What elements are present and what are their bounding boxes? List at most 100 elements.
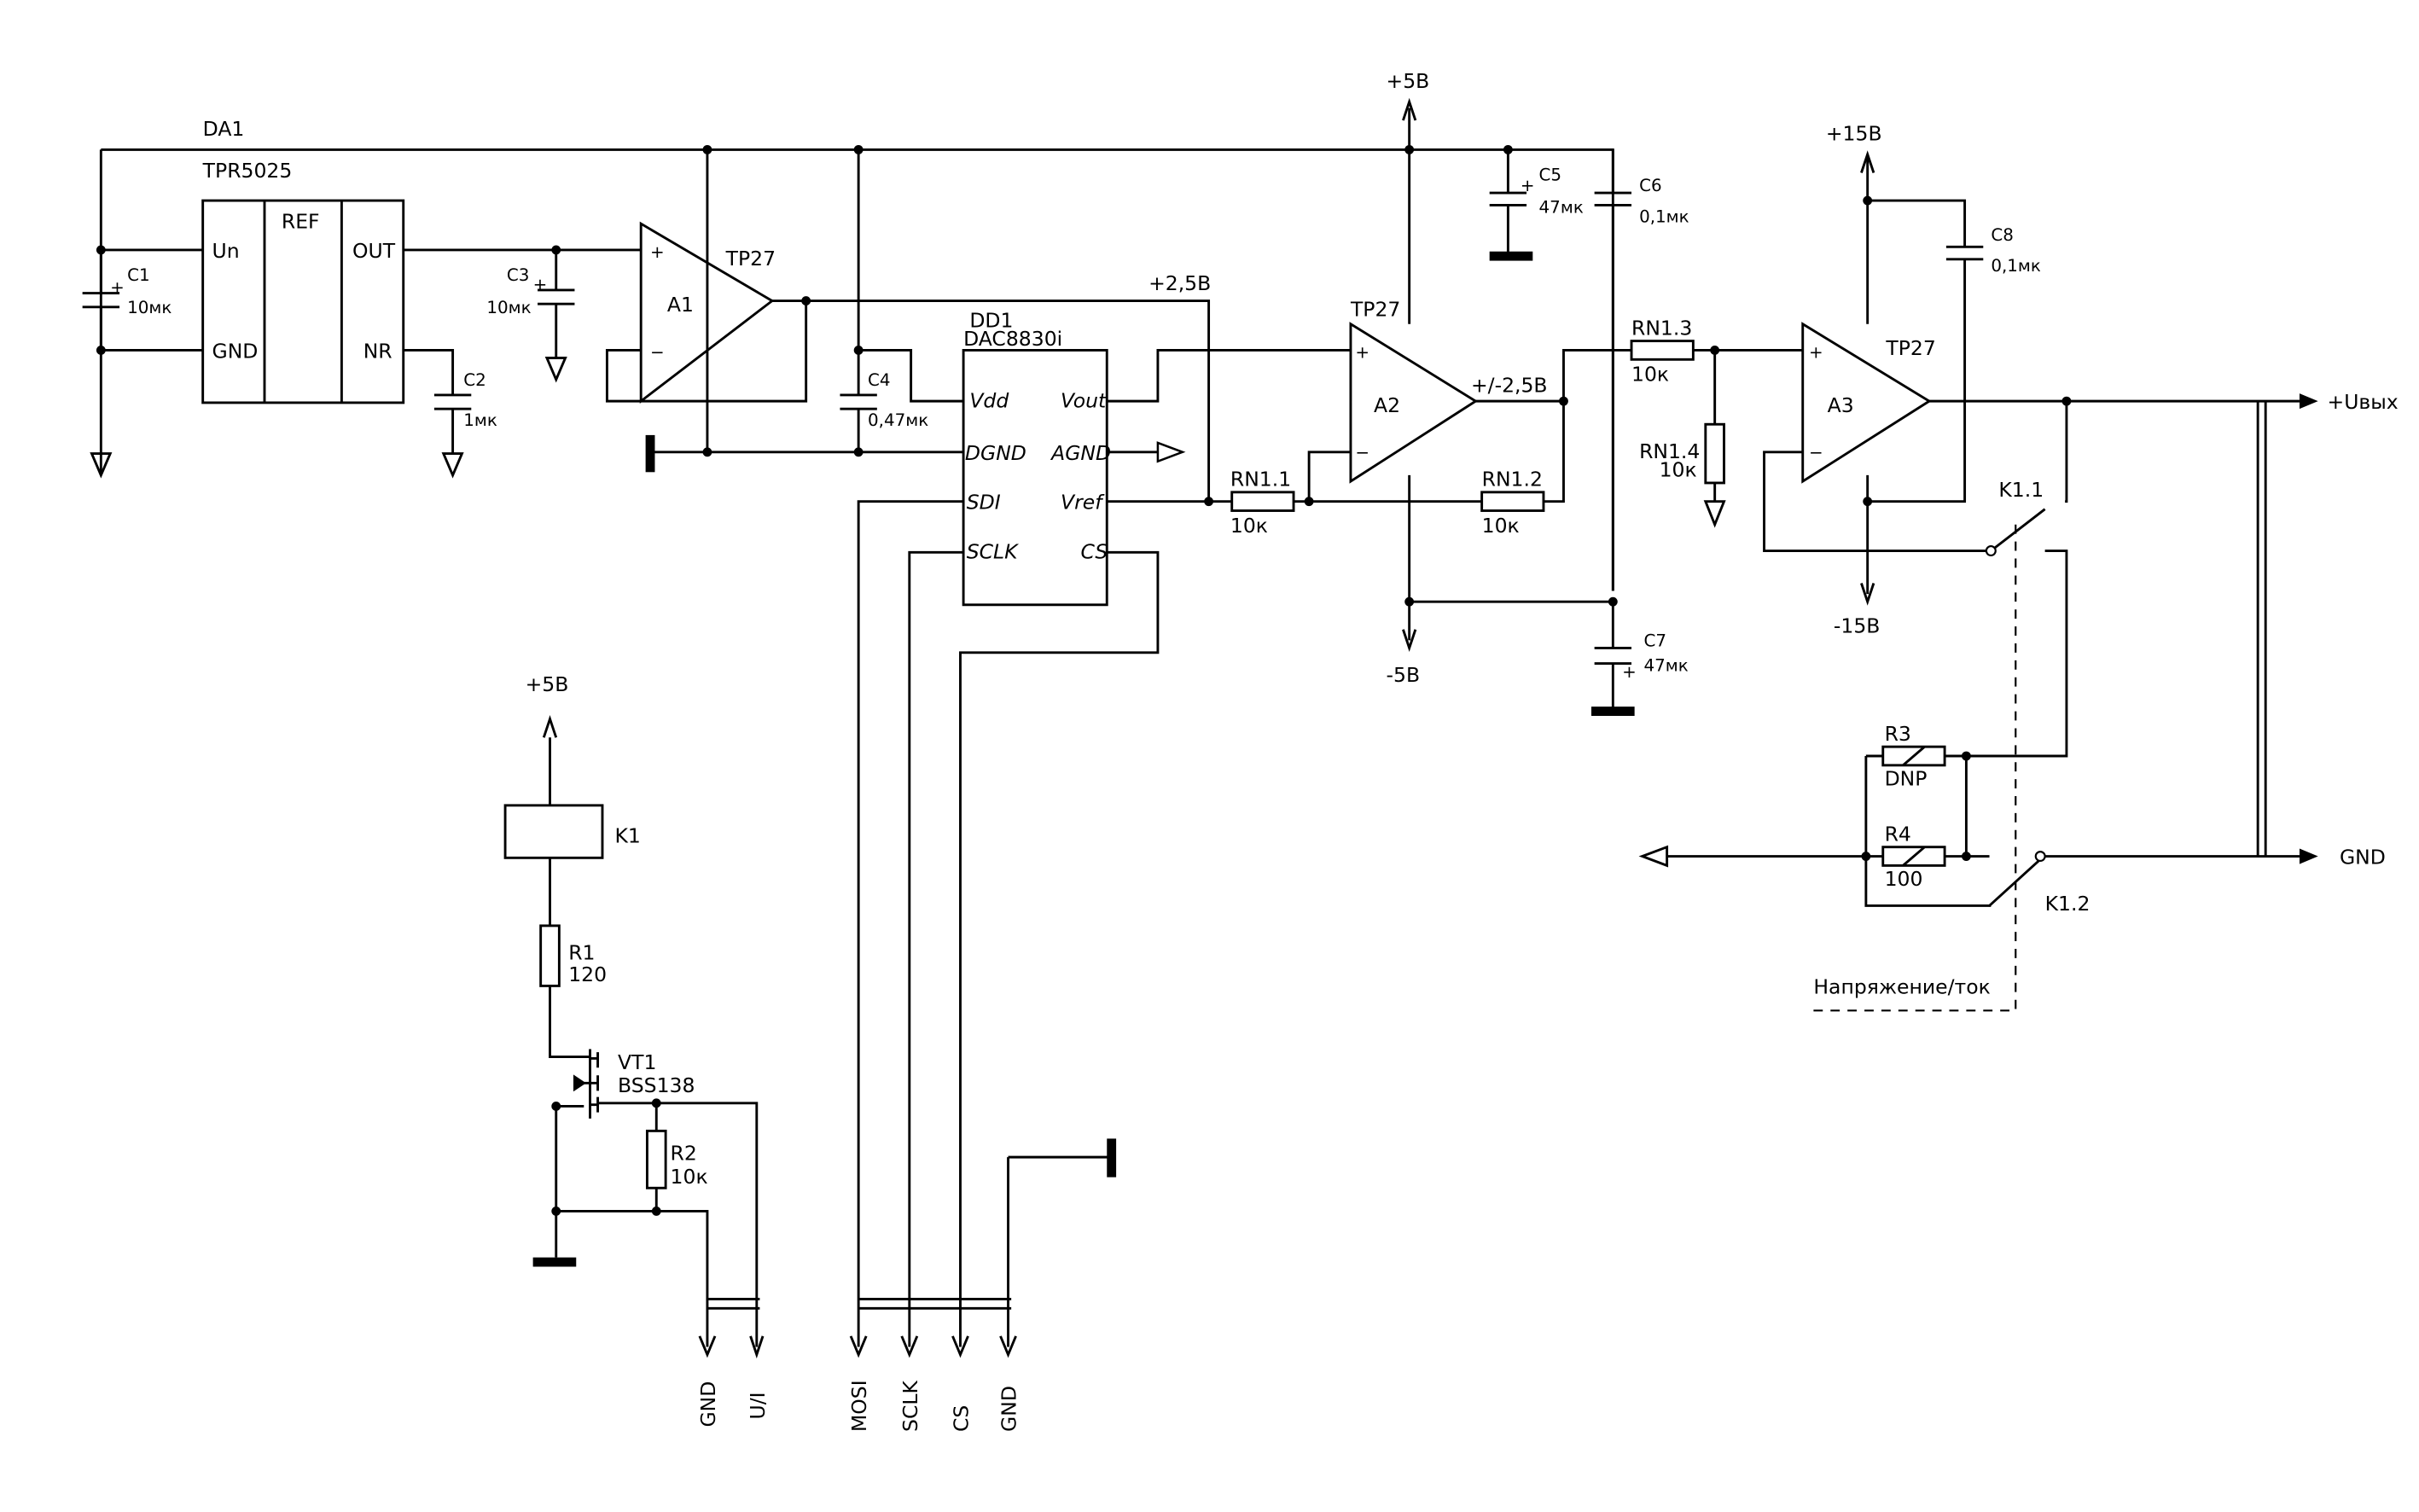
rn13-value: 10к	[1631, 363, 1669, 387]
c5-value: 47мк	[1539, 198, 1584, 218]
rn12-label: RN1.2	[1482, 468, 1543, 491]
r4-value: 100	[1885, 867, 1923, 891]
c7-value: 47мк	[1643, 656, 1688, 676]
rn14-label: RN1.4	[1639, 439, 1700, 463]
resistors	[503, 340, 1946, 1189]
rn1-3	[1630, 340, 1695, 361]
vt1-label: VT1	[618, 1050, 656, 1074]
c3-value: 10мк	[486, 298, 531, 317]
supply-p5-a2: +5B	[1387, 69, 1430, 93]
pin-out: OUT	[352, 239, 396, 263]
c5-plus: +	[1521, 176, 1535, 195]
ground-symbols	[90, 357, 1726, 868]
net-pm2v5: +/-2,5B	[1471, 373, 1548, 397]
supply-p5-relay: +5B	[526, 672, 569, 696]
supply-p15: +15B	[1826, 122, 1882, 146]
pin-vdd: Vdd	[969, 388, 1009, 412]
pin-nr: NR	[363, 339, 393, 363]
vt1-type: BSS138	[618, 1073, 695, 1097]
r4-label: R4	[1885, 822, 1911, 846]
da1-reference-block	[201, 199, 405, 404]
conn-mosi: MOSI	[847, 1380, 871, 1432]
k12-label: K1.2	[2045, 892, 2090, 916]
c8-label: C8	[1991, 225, 2014, 245]
c2-label: C2	[463, 370, 486, 390]
r1-label: R1	[568, 941, 595, 965]
a3-type: TP27	[1885, 336, 1935, 360]
k1-coil	[503, 804, 604, 859]
ref-label: REF	[282, 210, 320, 234]
a3-minus: −	[1809, 443, 1823, 462]
supply-m5-a2: -5B	[1387, 663, 1421, 687]
pin-sdi: SDI	[967, 491, 1001, 515]
conn-gnd-relay: GND	[696, 1381, 720, 1428]
rn14-value: 10к	[1660, 458, 1697, 482]
opamp-a2	[1349, 322, 1479, 484]
c1-plus: +	[110, 278, 125, 298]
junction-dots	[96, 144, 2072, 1216]
c6-label: C6	[1639, 176, 1662, 195]
pin-vref: Vref	[1061, 491, 1105, 515]
a1-label: A1	[667, 293, 694, 317]
out-uvyx: +Uвых	[2328, 390, 2399, 414]
c4-label: C4	[868, 370, 891, 390]
conn-gnd-dac: GND	[997, 1386, 1021, 1432]
r2-value: 10к	[671, 1165, 708, 1189]
rn1-1	[1230, 491, 1295, 512]
c7-plus: +	[1622, 662, 1637, 682]
rn12-value: 10к	[1482, 514, 1520, 538]
a2-plus: +	[1355, 342, 1369, 362]
relay-mechanical-link	[1813, 524, 2017, 1012]
out-gnd: GND	[2340, 846, 2386, 869]
c6-value: 0,1мк	[1639, 206, 1689, 226]
mosfet-vt1	[573, 1049, 600, 1119]
wires	[99, 108, 2300, 1347]
a1-minus: −	[650, 342, 665, 362]
rn13-label: RN1.3	[1631, 316, 1692, 340]
relay-contacts	[1985, 545, 2046, 863]
opamp-a3	[1801, 322, 1932, 484]
r2-label: R2	[671, 1142, 697, 1166]
dd1-label: DD1	[969, 308, 1013, 332]
mode-label: Напряжение/ток	[1813, 974, 1990, 998]
supply-arrows	[542, 97, 1875, 1359]
c5-label: C5	[1539, 166, 1562, 185]
a2-label: A2	[1374, 393, 1400, 417]
output-arrows	[2299, 393, 2318, 864]
pin-dgnd: DGND	[965, 441, 1026, 465]
da1-label: DA1	[203, 117, 245, 141]
tpr-label: TPR5025	[202, 159, 293, 183]
pin-vout: Vout	[1061, 388, 1107, 412]
a2-minus: −	[1355, 443, 1369, 462]
a1-plus: +	[650, 242, 665, 262]
conn-ui: U/I	[746, 1392, 770, 1419]
rn11-label: RN1.1	[1230, 468, 1291, 491]
c3-label: C3	[507, 265, 530, 285]
pin-cs: CS	[1081, 540, 1108, 564]
pin-agnd: AGND	[1050, 441, 1111, 465]
c1-value: 10мк	[127, 298, 172, 317]
agnd-triangle	[1156, 441, 1186, 463]
capacitors	[82, 191, 1984, 665]
c8-value: 0,1мк	[1991, 256, 2041, 276]
c7-label: C7	[1643, 631, 1666, 651]
c3-plus: +	[533, 275, 548, 294]
pin-un: Un	[212, 239, 240, 263]
k1-label: K1	[614, 823, 640, 847]
r4	[1881, 846, 1946, 867]
a3-label: A3	[1828, 393, 1854, 417]
c1-label: C1	[127, 265, 150, 285]
c4-value: 0,47мк	[868, 410, 928, 430]
r1	[539, 924, 561, 987]
net-2v5: +2,5B	[1148, 271, 1211, 295]
r3-value: DNP	[1885, 766, 1928, 790]
dac-block	[962, 349, 1108, 607]
opamp-a1	[639, 221, 775, 404]
rn1-2	[1480, 491, 1545, 512]
a2-type: TP27	[1350, 298, 1400, 322]
k11-label: K1.1	[1998, 478, 2044, 502]
c2-value: 1мк	[463, 410, 497, 430]
conn-sclk: SCLK	[898, 1381, 922, 1432]
r3	[1881, 745, 1946, 767]
